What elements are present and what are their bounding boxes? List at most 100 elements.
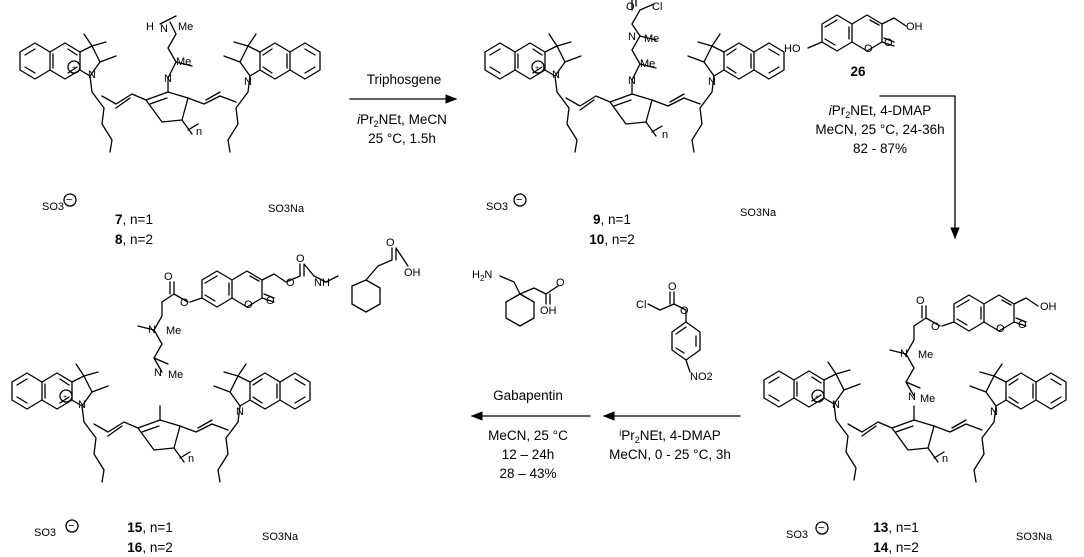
atom-n-right: N xyxy=(244,76,252,88)
atom-o-ring: O xyxy=(996,323,1005,335)
atom-nh: NH xyxy=(314,277,330,289)
arrow-step-2 xyxy=(879,95,960,240)
atom-h2n-gabapentin: H2N xyxy=(472,269,492,283)
atom-o-carbonyl: O xyxy=(626,1,635,13)
ring-size-n: n xyxy=(196,126,202,138)
step3-line1: iPr2NEt, 4-DMAP xyxy=(619,428,721,445)
step4-line2: MeCN, 25 °C xyxy=(488,428,568,443)
atom-o-carbonyl-coumarin: O xyxy=(266,295,275,307)
atom-o-carbonyl-carbamate: O xyxy=(164,271,173,283)
compound-9-10-structure: N + N Me N Me O Cl n N SO3 − SO3Na xyxy=(484,0,785,219)
atom-me-carbamoyl: Me xyxy=(166,325,181,337)
atom-me-amine: Me xyxy=(640,58,655,70)
atom-n-right: N xyxy=(236,406,244,418)
atom-me-amine: Me xyxy=(920,393,935,405)
compound-7-8-structure: N + N Me N Me H n N SO3 − SO3Na xyxy=(19,15,321,215)
nitro-group: NO2 xyxy=(690,371,713,383)
atom-n-carbamoyl: N xyxy=(148,324,156,336)
label-compound-16: 16, n=2 xyxy=(127,540,172,555)
compound-13-14-structure: O O OH O O N Me N Me N + n N SO3 − SO3Na xyxy=(763,294,1067,543)
atom-ho: O xyxy=(792,43,801,55)
sulfonate-left: SO3 xyxy=(486,201,508,213)
atom-cl: Cl xyxy=(652,1,662,13)
reagent-26-structure: O H O O OH xyxy=(784,14,923,55)
atom-oh-acid: OH xyxy=(404,267,421,279)
atom-me-carbamoyl: Me xyxy=(918,349,933,361)
label-compound-14: 14, n=2 xyxy=(873,540,918,555)
atom-n-amine: N xyxy=(628,75,636,87)
compound-15-16-structure: O O O O NH O OH O O N Me N Me N + n N SO… xyxy=(11,237,421,543)
atom-n-right: N xyxy=(990,406,998,418)
step4-line1: Gabapentin xyxy=(493,388,563,403)
atom-o-ring: O xyxy=(864,43,873,55)
atom-o-ester: O xyxy=(180,297,189,309)
atom-o-carbonyl: O xyxy=(668,281,677,293)
label-compound-15: 15, n=1 xyxy=(127,520,172,535)
atom-oh: OH xyxy=(540,305,557,317)
atom-n-carbamoyl: N xyxy=(628,31,636,43)
plus-charge: + xyxy=(63,394,67,401)
atom-me-terminal: Me xyxy=(178,21,193,33)
step2-line3: 82 - 87% xyxy=(853,141,907,156)
plus-charge: + xyxy=(535,65,539,72)
atom-h-terminal: H xyxy=(146,21,154,33)
atom-me-carbamoyl: Me xyxy=(644,33,659,45)
label-compound-9: 9, n=1 xyxy=(593,212,631,227)
atom-o-carbonyl-carbamate: O xyxy=(916,295,925,307)
atom-o-ring: O xyxy=(244,299,253,311)
atom-oh: OH xyxy=(1040,301,1057,313)
label-compound-26: 26 xyxy=(850,64,866,79)
sulfonate-left: SO3 xyxy=(34,527,56,539)
atom-me-amine: Me xyxy=(168,369,183,381)
atom-n-plus: N xyxy=(78,399,86,411)
atom-o-carbonyl: O xyxy=(884,37,893,49)
reagent-gabapentin: H2N O OH xyxy=(472,269,565,327)
atom-n-terminal: N xyxy=(160,23,168,35)
atom-h-phenol: H xyxy=(784,43,792,55)
atom-oh: OH xyxy=(906,21,923,33)
atom-o-ester: O xyxy=(931,321,940,333)
atom-o-carbamate-carbonyl: O xyxy=(296,253,305,265)
minus-charge: − xyxy=(66,194,72,206)
ring-size-n: n xyxy=(662,129,668,141)
step1-line3: 25 °C, 1.5h xyxy=(368,131,436,146)
atom-o-acid-carbonyl: O xyxy=(386,237,395,249)
atom-n-carbamoyl: N xyxy=(900,348,908,360)
label-compound-13: 13, n=1 xyxy=(873,520,918,535)
atom-n-amine: N xyxy=(908,391,916,403)
reagent-nitrophenyl-chloroformate: O O Cl NO2 xyxy=(636,281,713,383)
atom-n-plus: N xyxy=(552,69,560,81)
sulfonate-right: SO3Na xyxy=(262,531,299,543)
sulfonate-left: SO3 xyxy=(786,529,808,541)
ring-size-n: n xyxy=(188,453,194,465)
atom-o-carbamate-ester: O xyxy=(286,277,295,289)
step3-line2: MeCN, 0 - 25 °C, 3h xyxy=(609,447,731,462)
atom-n-amine: N xyxy=(154,367,162,379)
minus-charge: − xyxy=(516,194,522,206)
step1-line1: Triphosgene xyxy=(367,72,442,87)
atom-o-carbonyl: O xyxy=(556,277,565,289)
minus-charge: − xyxy=(68,520,74,532)
step1-line2: iPr2NEt, MeCN xyxy=(357,112,447,129)
sulfonate-right: SO3Na xyxy=(740,207,777,219)
plus-charge: + xyxy=(815,394,819,401)
atom-o-carbonyl-coumarin: O xyxy=(1018,319,1027,331)
label-compound-7: 7, n=1 xyxy=(115,212,153,227)
step4-line4: 28 – 43% xyxy=(499,466,556,481)
step4-line3: 12 – 24h xyxy=(502,447,555,462)
ring-size-n: n xyxy=(942,453,948,465)
atom-me-amine: Me xyxy=(176,56,191,68)
atom-n-amine: N xyxy=(164,73,172,85)
label-compound-10: 10, n=2 xyxy=(589,232,634,247)
sulfonate-left: SO3 xyxy=(42,201,64,213)
atom-n-plus: N xyxy=(832,399,840,411)
label-compound-8: 8, n=2 xyxy=(115,232,153,247)
minus-charge: − xyxy=(818,522,824,534)
sulfonate-right: SO3Na xyxy=(268,203,305,215)
atom-n-right: N xyxy=(708,76,716,88)
atom-n-plus: N xyxy=(88,69,96,81)
atom-o-ester: O xyxy=(680,305,689,317)
step2-line2: MeCN, 25 °C, 24-36h xyxy=(815,122,944,137)
sulfonate-right: SO3Na xyxy=(1016,531,1053,543)
